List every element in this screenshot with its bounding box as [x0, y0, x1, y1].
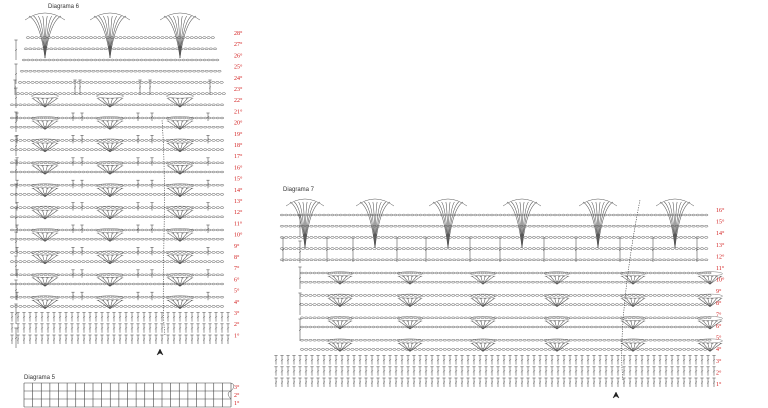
diagram-7-row-label: 7° — [716, 311, 722, 318]
diagram-6-row-label: 14° — [234, 187, 243, 194]
diagram-7-row-label: 12° — [716, 253, 725, 260]
diagram-6-row-label: 1° — [234, 332, 240, 339]
diagram-6-row-label: 9° — [234, 243, 240, 250]
diagram-6-row-label: 2° — [234, 321, 240, 328]
diagram-6-title: Diagrama 6 — [48, 4, 80, 10]
diagram-6-row-label: 11° — [234, 220, 243, 227]
diagram-7-row-label: 9° — [716, 288, 722, 295]
diagram-6-row-label: 4° — [234, 299, 240, 306]
diagram-6-row-label: 16° — [234, 164, 243, 171]
diagram-6-row-label: 3° — [234, 310, 240, 317]
diagram-6-row-label: 24° — [234, 75, 243, 82]
diagram-6-row-label: 6° — [234, 276, 240, 283]
diagram-7-row-label: 13° — [716, 242, 725, 249]
diagram-6-row-label: 19° — [234, 131, 243, 138]
diagram-6-row-label: 23° — [234, 86, 243, 93]
diagram-7-row-label: 6° — [716, 323, 722, 330]
diagram-6-row-label: 27° — [234, 41, 243, 48]
diagram-6-row-label: 28° — [234, 30, 243, 37]
diagram-7-row-label: 8° — [716, 300, 722, 307]
diagram-7-row-label: 4° — [716, 346, 722, 353]
diagram-7-row-label: 11° — [716, 265, 725, 272]
diagram-7-row-label: 2° — [716, 369, 722, 376]
diagram-6-chart: 28° 27° 26° 25° 24° 23° 22° 21° 20° 19° 18° 17° 16° 1… — [9, 12, 243, 356]
diagram-6-row-label: 17° — [234, 153, 243, 160]
diagram-7-row-label: 15° — [716, 219, 725, 226]
diagram-6-row-label: 21° — [234, 108, 243, 115]
diagram-5-row-label: 2° — [234, 392, 240, 399]
diagram-6-row-label: 10° — [234, 232, 243, 239]
diagram-6-row-label: 12° — [234, 209, 243, 216]
diagram-6-row-label: 25° — [234, 64, 243, 71]
diagram-5-grid: 3°2°1° — [23, 382, 240, 408]
diagram-6-row-label: 20° — [234, 120, 243, 127]
diagram-7-row-label: 16° — [716, 207, 725, 214]
diagram-7-row-label: 14° — [716, 230, 725, 237]
diagram-5-row-label: 1° — [234, 400, 240, 407]
diagram-6-row-label: 8° — [234, 254, 240, 261]
diagram-6-row-label: 13° — [234, 198, 243, 205]
diagram-7-row-label: 5° — [716, 335, 722, 342]
diagram-6-row-label: 5° — [234, 288, 240, 295]
diagram-7-row-label: 1° — [716, 381, 722, 388]
diagram-6-row-label: 26° — [234, 52, 243, 59]
diagram-6-row-label: 18° — [234, 142, 243, 149]
diagram-7-title: Diagrama 7 — [283, 187, 315, 193]
diagram-6-row-label: 7° — [234, 265, 240, 272]
diagram-7-chart: 16° 15° 14° 13° 12° 11° 10° 9° 8° 7° 6° 5° 4° 3° 2° 1° — [274, 198, 725, 399]
diagram-6-row-label: 22° — [234, 97, 243, 104]
diagram-7-row-label: 10° — [716, 277, 725, 284]
diagram-5-row-label: 3° — [234, 384, 240, 391]
diagram-6-row-label: 15° — [234, 176, 243, 183]
diagram-7-row-label: 3° — [716, 358, 722, 365]
diagram-5-title: Diagrama 5 — [24, 375, 56, 381]
